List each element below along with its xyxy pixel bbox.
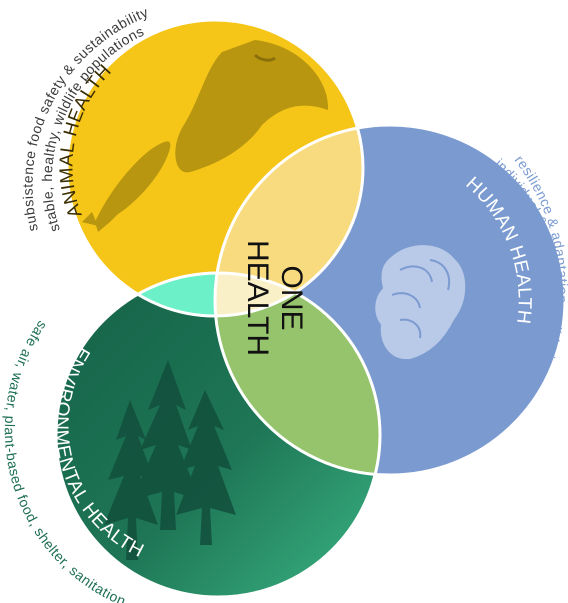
clasped-hands-icon: [373, 243, 468, 362]
spruce-trees-icon: [104, 360, 236, 560]
overlap-animal-human: [215, 125, 363, 316]
center-label-health: HEALTH: [241, 240, 274, 356]
center-label-one: ONE: [275, 265, 308, 330]
animal-silhouette-icon: [82, 40, 329, 232]
circle-outlines: [54, 18, 567, 599]
